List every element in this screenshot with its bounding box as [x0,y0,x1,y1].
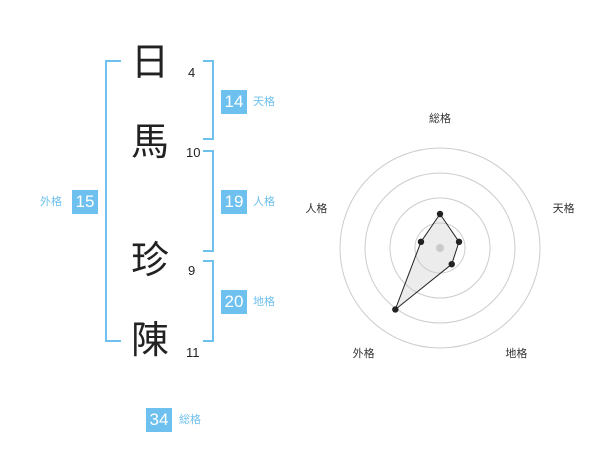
radar-point-1 [436,210,444,218]
name-char-3: 珍 [130,238,169,282]
gaikaku-badge: 15 [72,190,98,214]
radar-axis-label-1: 総格 [429,111,451,125]
radar-ring [339,147,541,349]
radar-point-3 [448,260,455,268]
gaikaku-label: 外格 [40,195,62,208]
jinkaku-bracket [203,150,214,252]
tenkaku-bracket [203,60,214,140]
chikaku-badge: 20 [221,290,247,314]
soukaku-label: 総格 [179,413,201,426]
radar-axis-label-3: 地格 [505,346,527,360]
name-char-4: 陳 [130,318,169,362]
radar-axis-label-2: 天格 [553,201,575,215]
soukaku-badge: 34 [146,408,172,432]
jinkaku-badge: 19 [221,190,247,214]
jinkaku-label: 人格 [253,195,275,208]
stroke-count-1: 4 [188,65,196,80]
radar-ring [364,172,516,324]
chikaku-label: 地格 [253,295,275,308]
radar-axis-label-5: 人格 [305,201,327,215]
radar-series-shape [394,213,460,312]
tenkaku-label: 天格 [253,95,275,108]
radar-point-2 [455,238,463,246]
name-char-2: 馬 [130,120,169,164]
chikaku-bracket [203,260,214,342]
stroke-count-4: 11 [186,345,200,360]
tenkaku-badge: 14 [221,90,247,114]
gaikaku-bracket [105,60,121,342]
name-char-1: 日 [130,40,169,84]
radar-center [436,244,444,252]
radar-axis-label-4: 外格 [353,346,375,360]
radar-point-5 [417,238,425,246]
stroke-count-3: 9 [188,263,196,278]
radar-ring [389,197,491,299]
radar-point-4 [392,306,399,313]
stroke-count-2: 10 [186,145,201,160]
